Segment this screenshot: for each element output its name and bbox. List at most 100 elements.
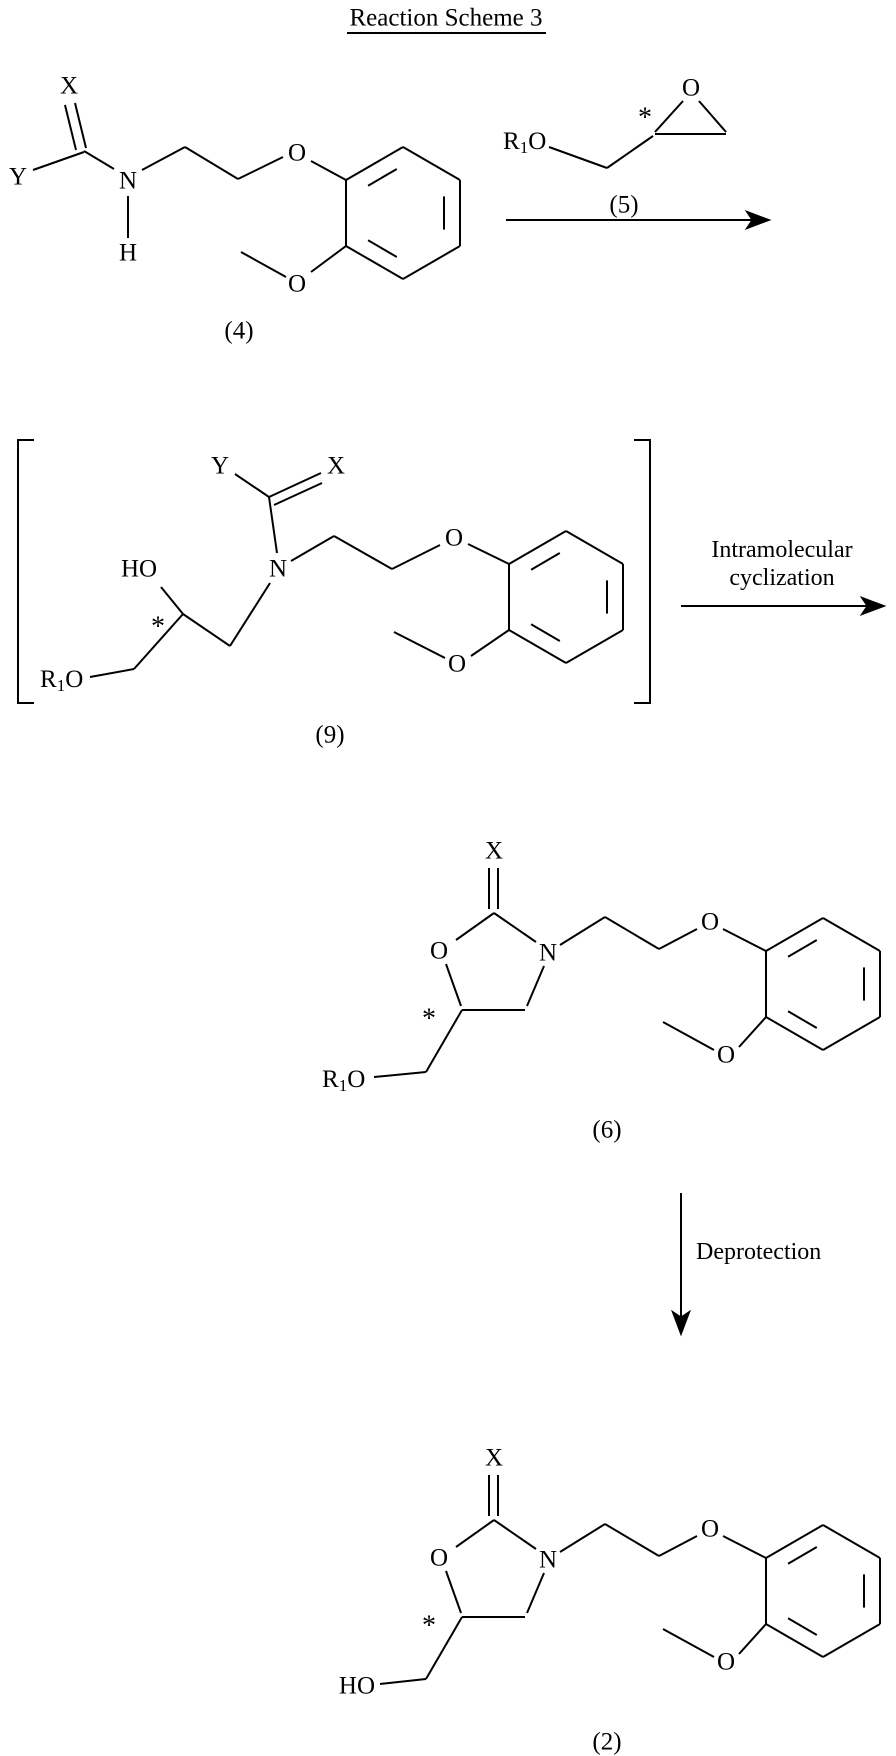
r1o-label: R1O bbox=[40, 666, 83, 695]
bond bbox=[722, 928, 767, 952]
bond bbox=[240, 251, 287, 278]
bond bbox=[83, 150, 115, 170]
atom-label-o-ether: O bbox=[288, 140, 306, 167]
bond bbox=[526, 965, 545, 1007]
compound-6-label: (6) bbox=[592, 1117, 621, 1144]
atom-label-n-ring: N bbox=[539, 1547, 557, 1574]
bond bbox=[738, 1016, 767, 1048]
atom-label-o-ether: O bbox=[445, 525, 463, 552]
hydroxyl-label: HO bbox=[121, 556, 157, 583]
benzene-ring bbox=[765, 1524, 881, 1658]
arrow-head bbox=[744, 209, 772, 231]
bond bbox=[141, 146, 186, 171]
bond bbox=[470, 629, 510, 657]
left-bracket bbox=[17, 439, 34, 704]
bond bbox=[425, 1616, 463, 1680]
atom-label-o-ether: O bbox=[701, 909, 719, 936]
atom-label-o-ether: O bbox=[701, 1516, 719, 1543]
bond bbox=[493, 1519, 537, 1550]
bond bbox=[425, 1009, 463, 1073]
bond bbox=[182, 613, 231, 647]
structure-6: X O N * R1O O O (6) bbox=[322, 838, 881, 1144]
r1o-label: R1O bbox=[322, 1066, 365, 1095]
r1o-label: R1O bbox=[503, 128, 546, 157]
benzene-ring bbox=[345, 146, 461, 280]
stereocenter-star: * bbox=[151, 612, 165, 643]
bond bbox=[393, 631, 446, 659]
atom-label-o-epoxide: O bbox=[682, 75, 700, 102]
bond bbox=[658, 928, 698, 950]
bond bbox=[268, 472, 322, 498]
reaction-arrow-1 bbox=[506, 209, 772, 231]
bond bbox=[32, 151, 85, 171]
right-bracket bbox=[634, 439, 651, 704]
bond bbox=[493, 912, 537, 943]
bond bbox=[373, 1071, 427, 1078]
arrow-head bbox=[670, 1309, 692, 1337]
atom-label-x: X bbox=[485, 838, 503, 865]
compound-4-label: (4) bbox=[224, 318, 253, 345]
bond bbox=[237, 156, 284, 180]
scheme-title-text: Reaction Scheme 3 bbox=[350, 5, 543, 32]
hydroxyl-label: HO bbox=[339, 1673, 375, 1700]
atom-label-n: N bbox=[269, 556, 287, 583]
bond bbox=[310, 245, 347, 273]
compound-5-label: (5) bbox=[609, 192, 638, 219]
stereocenter-star: * bbox=[422, 1004, 436, 1035]
atom-label-o-ring: O bbox=[430, 1545, 448, 1572]
atom-label-x: X bbox=[327, 453, 345, 480]
arrow-head bbox=[859, 595, 887, 617]
bond bbox=[290, 535, 335, 562]
bond bbox=[89, 668, 135, 678]
bond bbox=[559, 1523, 606, 1553]
bond bbox=[310, 160, 347, 181]
benzene-ring bbox=[765, 917, 881, 1051]
stereocenter-star: * bbox=[422, 1611, 436, 1642]
cyclization-label-line2: cyclization bbox=[729, 565, 834, 591]
deprotection-label: Deprotection bbox=[696, 1239, 821, 1265]
bond bbox=[606, 135, 654, 169]
bond bbox=[268, 496, 278, 554]
bond bbox=[604, 916, 660, 950]
structure-2: X O N * HO O O (2) bbox=[339, 1445, 881, 1756]
bond bbox=[455, 912, 495, 941]
bond bbox=[160, 586, 184, 615]
stereocenter-star: * bbox=[638, 103, 652, 134]
bond bbox=[654, 100, 684, 133]
scheme-title: Reaction Scheme 3 bbox=[347, 5, 546, 34]
bond bbox=[64, 104, 77, 151]
bond bbox=[548, 146, 608, 169]
bond bbox=[467, 543, 510, 565]
bond bbox=[229, 582, 271, 647]
structure-4: X Y N H O O (4) bbox=[9, 73, 461, 345]
atom-label-o-methoxy: O bbox=[717, 1649, 735, 1676]
bond bbox=[445, 1570, 462, 1614]
bond bbox=[698, 100, 727, 133]
bond bbox=[379, 1678, 427, 1685]
bond bbox=[133, 613, 184, 670]
atom-label-n-ring: N bbox=[539, 940, 557, 967]
atom-label-n: N bbox=[119, 168, 137, 195]
bond bbox=[445, 963, 462, 1007]
bond bbox=[662, 1628, 715, 1658]
atom-label-o-methoxy: O bbox=[448, 651, 466, 678]
atom-label-o-methoxy: O bbox=[288, 271, 306, 298]
bond bbox=[391, 544, 441, 570]
bond bbox=[526, 1572, 545, 1614]
bond bbox=[184, 146, 239, 180]
bond bbox=[234, 473, 270, 498]
bond bbox=[738, 1623, 767, 1655]
bond bbox=[662, 1021, 715, 1051]
atom-label-h: H bbox=[119, 240, 137, 267]
compound-2-label: (2) bbox=[592, 1729, 621, 1756]
bond bbox=[74, 102, 87, 149]
bond bbox=[722, 1535, 767, 1559]
atom-label-x: X bbox=[60, 73, 78, 100]
bond bbox=[658, 1535, 698, 1557]
bond bbox=[455, 1519, 495, 1548]
reaction-arrow-3: Deprotection bbox=[670, 1193, 821, 1337]
bond bbox=[604, 1523, 660, 1557]
reaction-arrow-2: Intramolecular cyclization bbox=[681, 537, 887, 617]
bond bbox=[333, 535, 393, 570]
